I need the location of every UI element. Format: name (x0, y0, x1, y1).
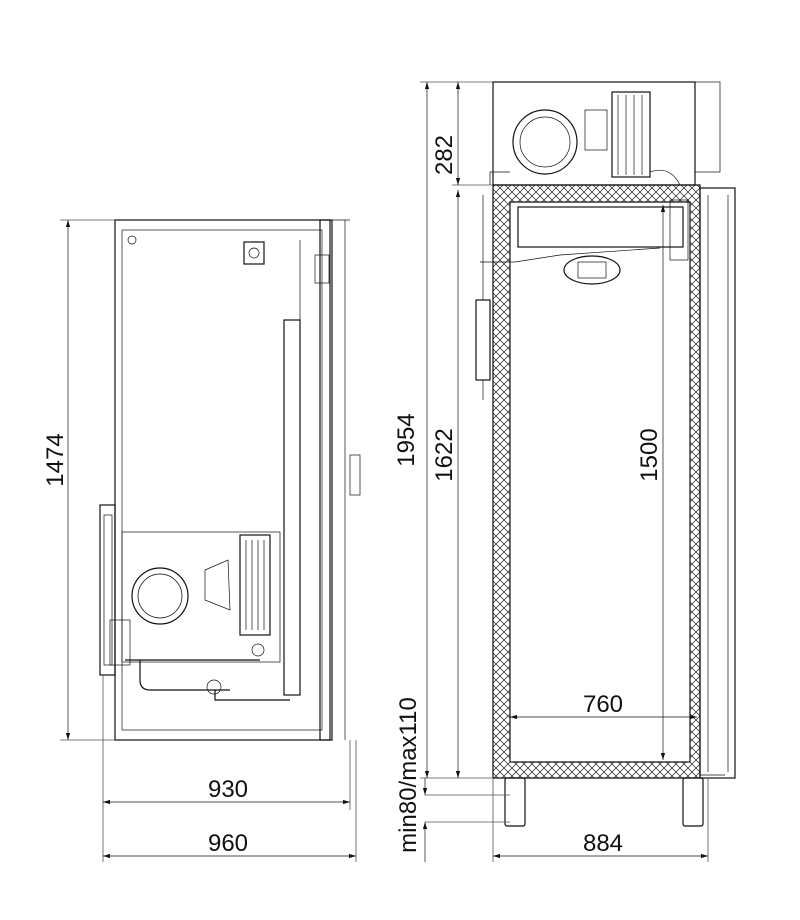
leg-right (682, 777, 704, 827)
control-box (475, 299, 491, 381)
body-height-label: 1622 (431, 428, 458, 481)
fan (204, 559, 231, 611)
compressor (131, 567, 189, 625)
insulated-body (492, 184, 701, 779)
fan-motor (563, 255, 621, 285)
interior-height-label: 1500 (636, 428, 663, 481)
side-depth-label: 930 (208, 776, 248, 803)
side-overall-depth-label: 960 (208, 830, 248, 857)
cabinet-side-outline (114, 219, 331, 741)
bracket (243, 241, 265, 265)
door-frame (283, 319, 301, 696)
condenser (611, 91, 651, 178)
top-unit-height-label: 282 (431, 135, 458, 175)
compressor-unit (109, 531, 290, 701)
width-label: 884 (583, 830, 623, 857)
interior-width-label: 760 (583, 691, 623, 718)
leg-left (504, 777, 526, 827)
side-view: 1474 930 960 (42, 219, 361, 862)
section-view: 1954 282 1622 1500 760 min80/max110 884 (393, 81, 736, 862)
door-edge (319, 219, 333, 741)
leg-height-label: min80/max110 (395, 697, 422, 853)
top-refrigeration-unit (489, 81, 721, 186)
evaporator (480, 199, 689, 285)
overall-height-label: 1954 (393, 413, 420, 466)
side-height-label: 1474 (42, 433, 69, 486)
door (699, 187, 736, 779)
side-panel (99, 504, 116, 676)
compressor (512, 109, 578, 175)
condenser (239, 534, 271, 636)
